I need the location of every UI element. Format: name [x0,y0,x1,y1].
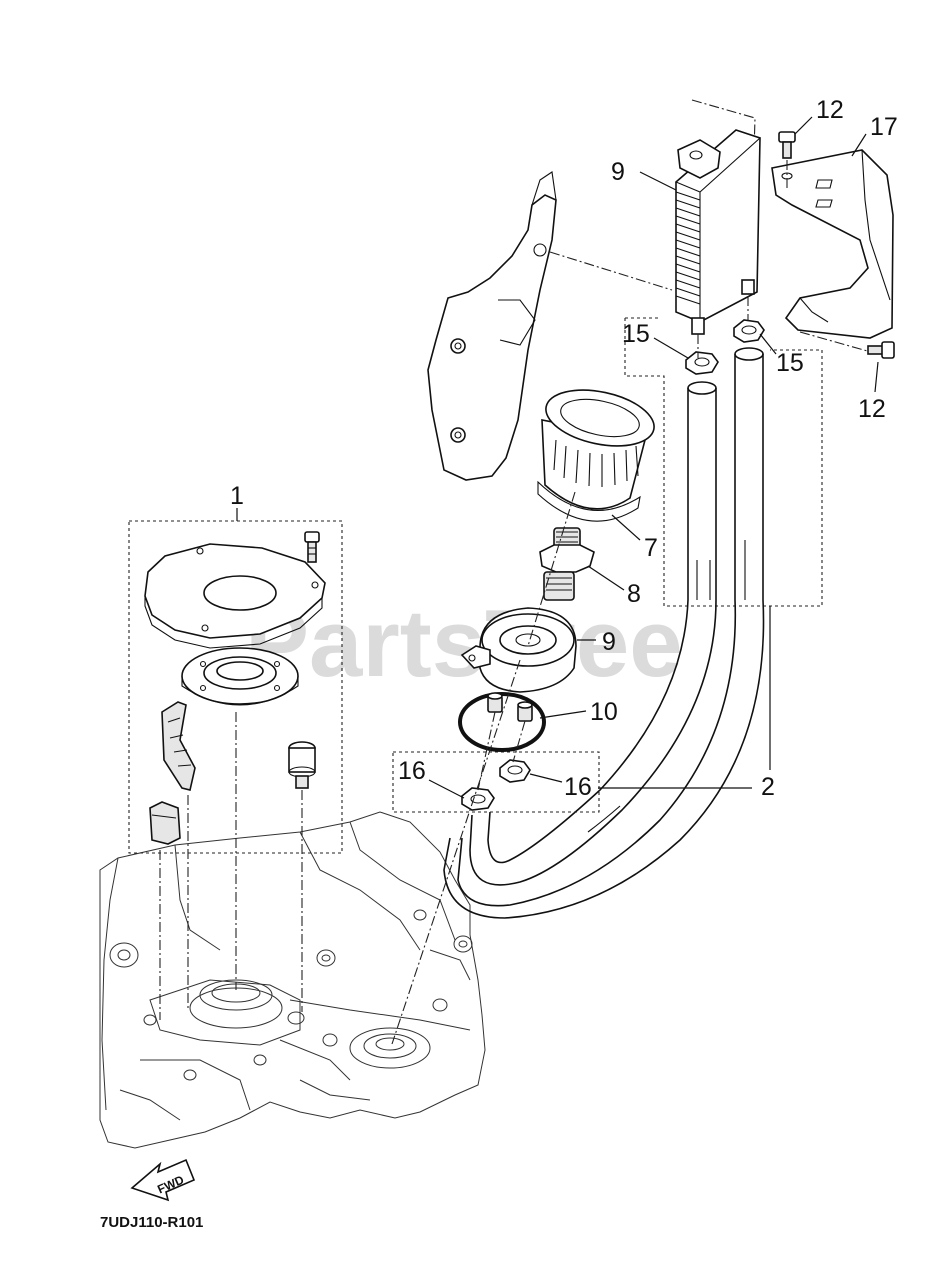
callout-2: 2 [761,773,775,801]
callout-8: 8 [627,580,641,608]
pump-seal [149,801,181,845]
callout-1: 1 [230,482,244,510]
hose-right-upper [734,347,764,600]
hose-curves [443,599,765,919]
union-bolt [539,527,595,601]
fwd-arrow: FWD [130,1158,196,1202]
clamp-15-left [685,351,719,375]
diagram-code: 7UDJ110-R101 [100,1214,203,1231]
cooler-cover [771,149,894,339]
callout-9: 9 [602,628,616,656]
callout-11: 9 [611,158,625,186]
pump-fitting [288,741,316,789]
group-1-box [128,520,343,854]
clamp-16-left [461,787,495,811]
filter-adapter [460,607,577,693]
callout-16-right: 16 [564,773,592,801]
callout-17: 17 [870,113,898,141]
callout-7: 7 [644,534,658,562]
callout-12-top: 12 [816,96,844,124]
pump-cover-plate [144,543,326,649]
o-ring [458,692,546,752]
oil-filter [537,389,655,522]
watermark: PartsTree [245,590,683,697]
group-16-box [392,751,600,813]
clamp-15-right [733,319,765,343]
strainer [161,701,196,791]
bolt-12-top [778,131,796,159]
cooler-bracket [427,171,557,481]
pump-bolt [304,531,320,563]
bolt-12-right [867,341,895,359]
callout-12-right: 12 [858,395,886,423]
callout-15-right: 15 [776,349,804,377]
oil-cooler [674,99,762,335]
callout-16-left: 16 [398,757,426,785]
hose-left-upper [687,381,717,600]
clamp-16-right [499,759,531,783]
callout-15-left: 15 [622,320,650,348]
engine-block [99,811,486,1149]
callout-10: 10 [590,698,618,726]
pump-rotor [181,647,299,706]
